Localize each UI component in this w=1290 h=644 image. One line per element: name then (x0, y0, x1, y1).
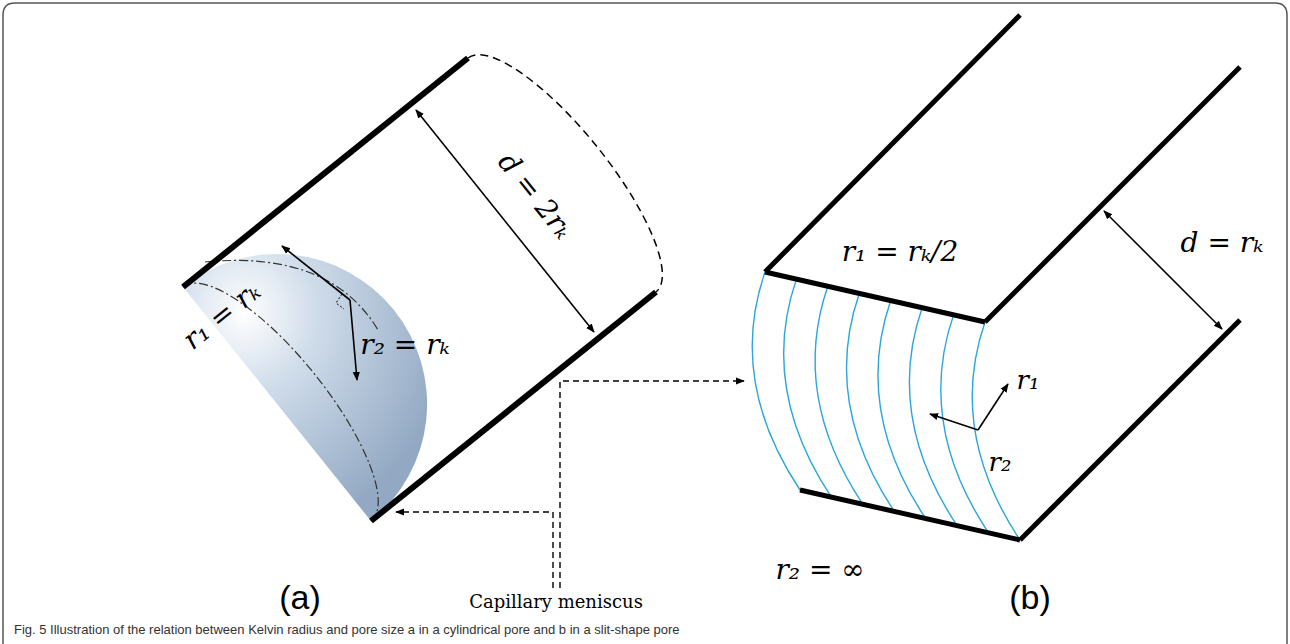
panel-label: (a) (279, 579, 321, 616)
figure-frame (3, 3, 1287, 644)
plate-edge (1020, 320, 1240, 540)
pore-end-ellipse (468, 55, 662, 292)
callout-label: Capillary meniscus (469, 592, 643, 612)
dimension-label: d = rₖ (1181, 228, 1264, 259)
radius-arrow (350, 300, 357, 380)
pore-wall (371, 292, 656, 521)
radius-label: r₁ = rₖ/2 (842, 237, 959, 268)
meniscus-arc (815, 286, 863, 504)
leader-line (560, 381, 744, 588)
meniscus-arc (847, 293, 895, 511)
slit-meniscus (752, 272, 1020, 540)
meniscus-arc (784, 279, 832, 497)
right-angle-mark (336, 294, 344, 309)
radius-label: r₂ = ∞ (775, 555, 864, 586)
meniscus-arc (752, 272, 800, 490)
radius-arrow (978, 384, 1008, 430)
radius-label: r₁ (1017, 366, 1040, 395)
hemisphere-meniscus (183, 254, 427, 521)
pore-wall (183, 58, 468, 287)
plate-edge (985, 67, 1240, 322)
radius-arrow (282, 246, 350, 300)
meniscus-arc (909, 308, 957, 526)
plate-edge (800, 490, 1020, 540)
dimension-label: d = 2rₖ (491, 147, 578, 245)
radius-label: r₂ (989, 448, 1012, 477)
plate-edge (765, 15, 1020, 272)
leader-line (396, 512, 553, 588)
radius-label: r₂ = rₖ (360, 330, 449, 361)
meniscus-arc (878, 301, 926, 519)
panel-label: (b) (1009, 579, 1051, 616)
figure-caption: Fig. 5 Illustration of the relation betw… (14, 622, 1274, 638)
radius-arrow (930, 414, 978, 430)
meniscus-arc (972, 322, 1020, 540)
dimension-arrow (416, 110, 594, 332)
plate-edge (765, 272, 985, 322)
